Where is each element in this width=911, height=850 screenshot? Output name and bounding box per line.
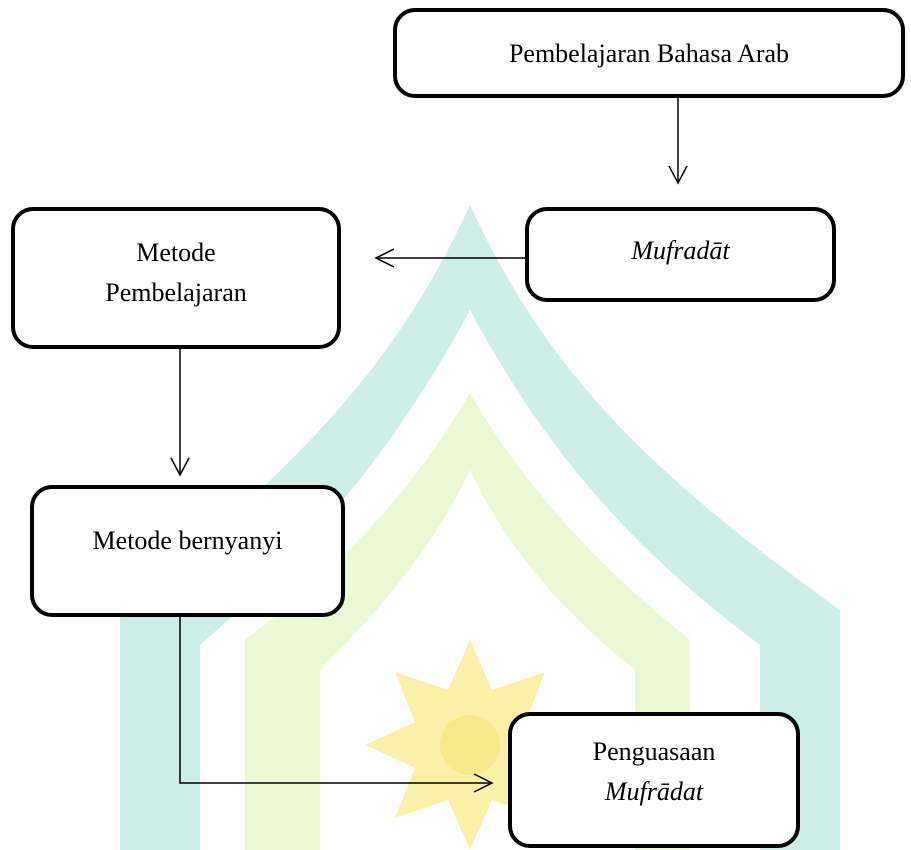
node-c-label-line2: Pembelajaran [105,278,247,307]
arrow-c-to-d [170,349,190,477]
node-pembelajaran-bahasa-arab: Pembelajaran Bahasa Arab [393,8,905,98]
node-e-label-line1: Penguasaan [592,737,716,766]
node-mufradat: Mufradāt [525,207,836,302]
node-a-label: Pembelajaran Bahasa Arab [508,39,790,68]
node-e-label-line2: Mufrādat [604,777,704,806]
node-penguasaan-mufradat: Penguasaan Mufrādat [508,712,800,848]
node-b-label: Mufradāt [631,236,730,265]
watermark-star-center [440,715,500,775]
node-metode-pembelajaran: Metode Pembelajaran [11,207,341,349]
arrow-d-to-e [179,617,494,793]
node-metode-bernyanyi: Metode bernyanyi [30,485,345,617]
arrow-b-to-c [374,248,525,268]
node-d-label: Metode bernyanyi [92,526,283,555]
node-c-label-line1: Metode [136,238,216,267]
arrow-a-to-b [668,98,688,185]
